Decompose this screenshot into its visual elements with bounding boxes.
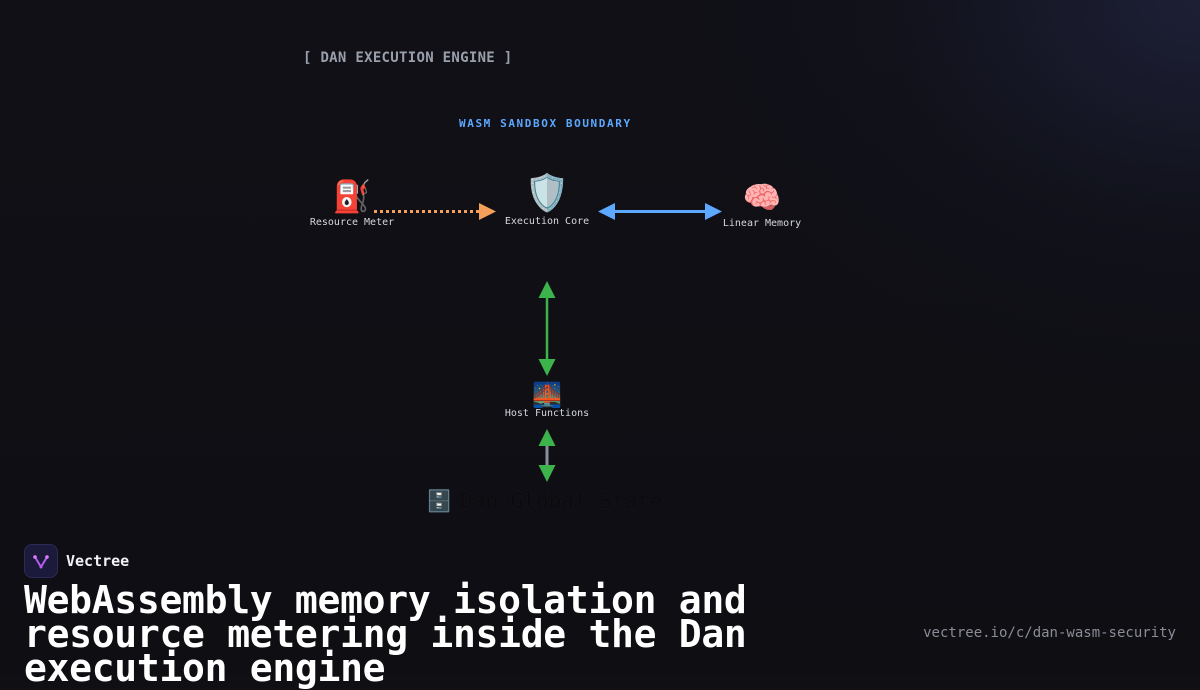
shield-icon: 🛡️	[524, 173, 570, 214]
meter-to-core-arrow	[374, 203, 496, 220]
brain-icon: 🧠	[742, 180, 782, 216]
fuel-pump-icon: ⛽	[332, 179, 372, 215]
node-host-functions: 🌉 Host Functions	[505, 383, 589, 419]
brand-name: Vectree	[66, 552, 130, 570]
source-url[interactable]: vectree.io/c/dan-wasm-security	[923, 625, 1176, 641]
core-memory-arrow	[598, 203, 722, 220]
bridge-icon: 🌉	[532, 381, 562, 409]
node-global-state: 🗄️ Dan Global State	[426, 489, 662, 514]
diagram-connectors	[374, 203, 722, 482]
execution-core-label: Execution Core	[504, 216, 590, 227]
diagram-title: [ DAN EXECUTION ENGINE ]	[303, 50, 513, 66]
brand: Vectree	[24, 544, 129, 578]
node-resource-meter: ⛽ Resource Meter	[309, 179, 395, 229]
resource-meter-label: Resource Meter	[309, 217, 395, 228]
background	[0, 0, 1200, 675]
core-host-arrow	[538, 281, 556, 376]
file-cabinet-icon: 🗄️	[426, 489, 453, 513]
node-linear-memory: 🧠 Linear Memory	[722, 180, 802, 230]
linear-memory-label: Linear Memory	[722, 218, 802, 229]
host-state-arrow	[538, 429, 556, 482]
node-execution-core: 🛡️ Execution Core	[504, 173, 590, 228]
sandbox-boundary-label: WASM SANDBOX BOUNDARY	[459, 117, 632, 130]
vectree-logo-icon	[24, 544, 58, 578]
headline: WebAssembly memory isolation and resourc…	[24, 578, 747, 690]
host-functions-label: Host Functions	[504, 408, 590, 419]
global-state-label: Dan Global State	[460, 489, 663, 513]
